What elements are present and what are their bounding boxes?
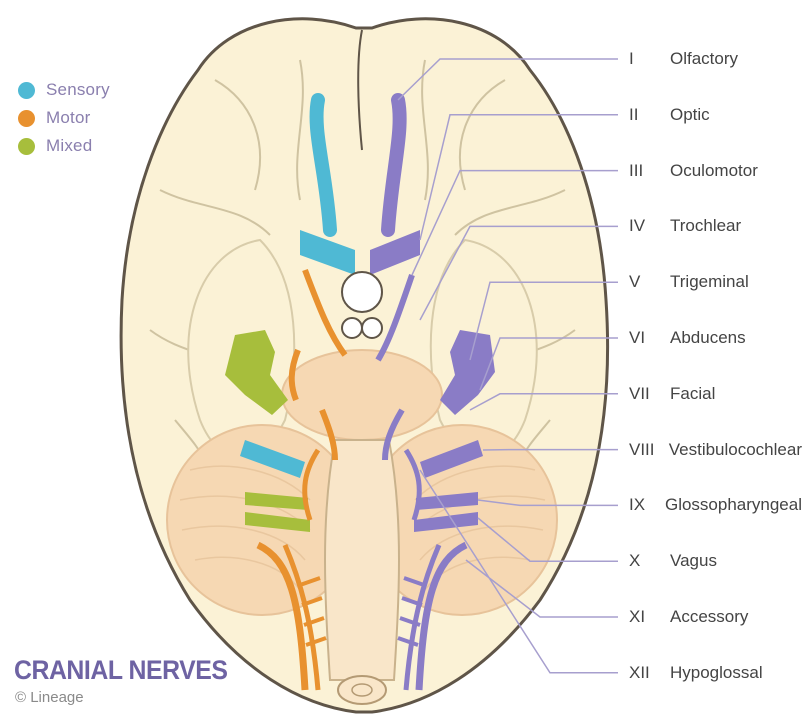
legend-item-sensory: Sensory: [18, 76, 110, 104]
nerve-name: Olfactory: [670, 49, 738, 69]
nerve-name: Vestibulocochlear: [669, 440, 802, 460]
spinal-cord-cross-section: [338, 676, 386, 704]
legend-item-mixed: Mixed: [18, 132, 110, 160]
nerve-numeral: II: [615, 105, 670, 125]
pituitary: [342, 272, 382, 312]
legend-swatch: [18, 110, 35, 127]
nerve-numeral: I: [615, 49, 670, 69]
legend-label: Mixed: [46, 136, 92, 156]
pons: [282, 350, 442, 440]
nerve-name: Facial: [670, 384, 715, 404]
nerve-name: Trochlear: [670, 216, 741, 236]
credit: © Lineage: [15, 689, 84, 706]
nerve-numeral: XII: [615, 663, 670, 683]
nerve-name: Glossopharyngeal: [665, 495, 802, 515]
nerve-numeral: X: [615, 551, 670, 571]
nerve-name: Hypoglossal: [670, 663, 763, 683]
medulla: [325, 440, 399, 680]
legend-label: Motor: [46, 108, 90, 128]
legend-swatch: [18, 138, 35, 155]
nerve-numeral: III: [615, 161, 670, 181]
diagram-title: CRANIAL NERVES: [14, 655, 227, 686]
nerve-numeral: IX: [615, 495, 665, 515]
legend-label: Sensory: [46, 80, 110, 100]
nerve-numeral: VIII: [615, 440, 669, 460]
nerve-numeral: VII: [615, 384, 670, 404]
nerve-numeral: IV: [615, 216, 670, 236]
legend-swatch: [18, 82, 35, 99]
nerve-numeral: XI: [615, 607, 670, 627]
nerve-numeral: VI: [615, 328, 670, 348]
nerve-name: Accessory: [670, 607, 748, 627]
legend-item-motor: Motor: [18, 104, 110, 132]
nerve-name: Trigeminal: [670, 272, 749, 292]
nerve-name: Abducens: [670, 328, 746, 348]
nerve-name: Optic: [670, 105, 710, 125]
nerve-numeral: V: [615, 272, 670, 292]
nerve-name: Oculomotor: [670, 161, 758, 181]
nerve-name: Vagus: [670, 551, 717, 571]
